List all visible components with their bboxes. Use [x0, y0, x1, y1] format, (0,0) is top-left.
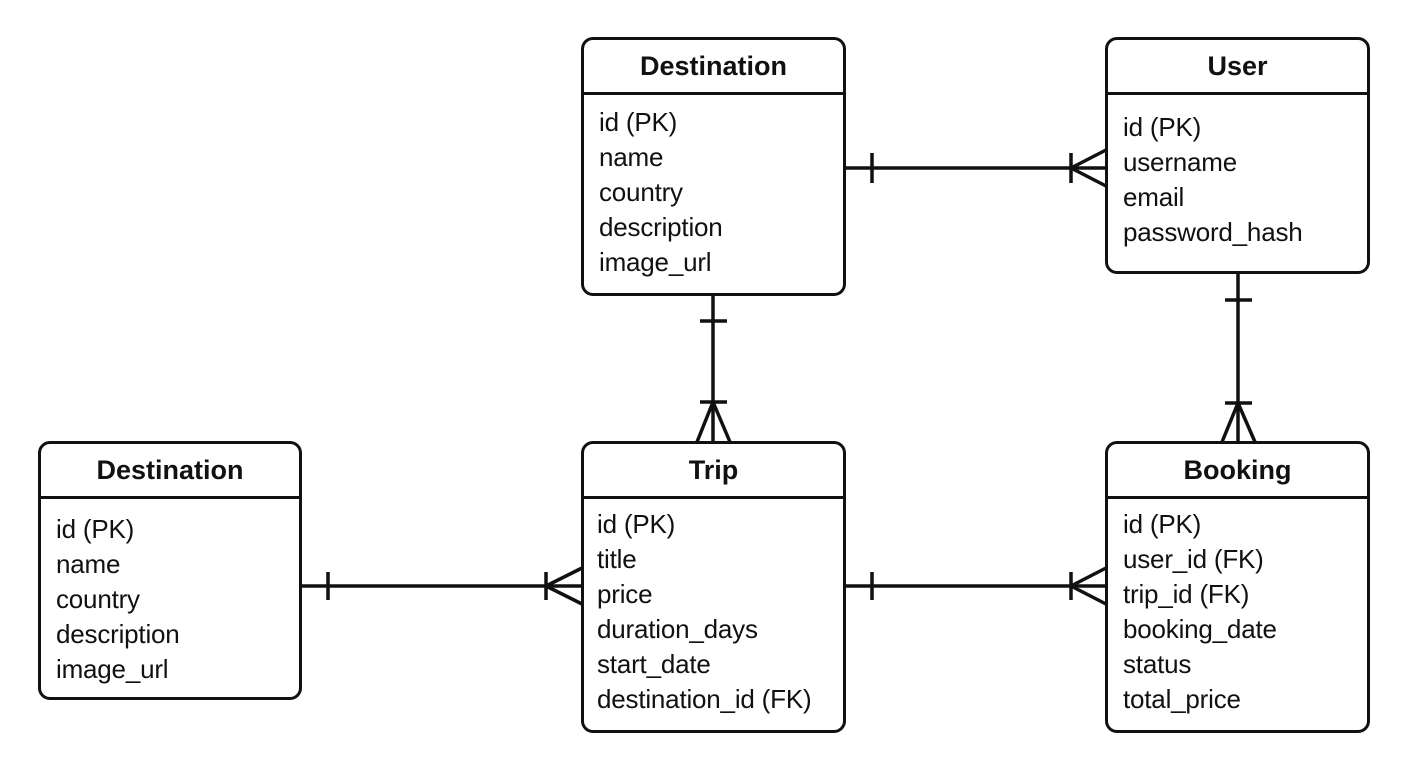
field: total_price: [1123, 684, 1241, 714]
entity-user[interactable]: User id (PK) username email password_has…: [1105, 37, 1370, 274]
crows-foot: [1236, 402, 1257, 443]
field: id (PK): [1123, 509, 1202, 539]
field: name: [599, 142, 664, 172]
field: country: [56, 584, 140, 614]
field: username: [1123, 147, 1238, 177]
crows-foot: [695, 401, 715, 443]
relationship-destination-user: [846, 148, 1107, 188]
field: id (PK): [597, 509, 676, 539]
relationship-user-booking: [1220, 274, 1257, 443]
field: email: [1123, 182, 1185, 212]
field: id (PK): [1123, 112, 1202, 142]
entity-trip[interactable]: Trip id (PK) title price duration_days s…: [581, 441, 846, 733]
field: booking_date: [1123, 614, 1277, 644]
field: destination_id (FK): [597, 684, 812, 714]
entity-title: Destination: [41, 444, 299, 499]
entity-booking[interactable]: Booking id (PK) user_id (FK) trip_id (FK…: [1105, 441, 1370, 733]
entity-destination[interactable]: Destination id (PK) name country descrip…: [581, 37, 846, 296]
field: password_hash: [1123, 217, 1303, 247]
field: title: [597, 544, 637, 574]
field: status: [1123, 649, 1192, 679]
field-list: id (PK) name country description image_u…: [41, 499, 299, 687]
field: id (PK): [599, 107, 678, 137]
field-list: id (PK) username email password_hash: [1108, 95, 1367, 250]
field-list: id (PK) title price duration_days start_…: [584, 499, 843, 717]
crows-foot: [1070, 566, 1107, 588]
field: start_date: [597, 649, 711, 679]
field: description: [56, 619, 180, 649]
field: user_id (FK): [1123, 544, 1264, 574]
relationship-trip-booking: [846, 566, 1107, 606]
field: description: [599, 212, 723, 242]
crows-foot: [1070, 584, 1107, 606]
field: duration_days: [597, 614, 758, 644]
field: image_url: [599, 247, 712, 277]
field: name: [56, 549, 121, 579]
relationship-destination-left-trip: [302, 566, 583, 606]
entity-title: User: [1108, 40, 1367, 95]
crows-foot: [545, 584, 583, 606]
crows-foot: [711, 401, 732, 443]
crows-foot: [1070, 166, 1107, 188]
field: image_url: [56, 654, 169, 684]
crows-foot: [1070, 148, 1107, 170]
entity-destination-left[interactable]: Destination id (PK) name country descrip…: [38, 441, 302, 700]
field: id (PK): [56, 514, 135, 544]
field: trip_id (FK): [1123, 579, 1250, 609]
field-list: id (PK) user_id (FK) trip_id (FK) bookin…: [1108, 499, 1367, 717]
crows-foot: [545, 566, 583, 588]
entity-title: Trip: [584, 444, 843, 499]
crows-foot: [1220, 402, 1240, 443]
field-list: id (PK) name country description image_u…: [584, 95, 843, 280]
entity-title: Booking: [1108, 444, 1367, 499]
field: price: [597, 579, 653, 609]
field: country: [599, 177, 683, 207]
relationship-destination-trip: [695, 296, 732, 443]
entity-title: Destination: [584, 40, 843, 95]
